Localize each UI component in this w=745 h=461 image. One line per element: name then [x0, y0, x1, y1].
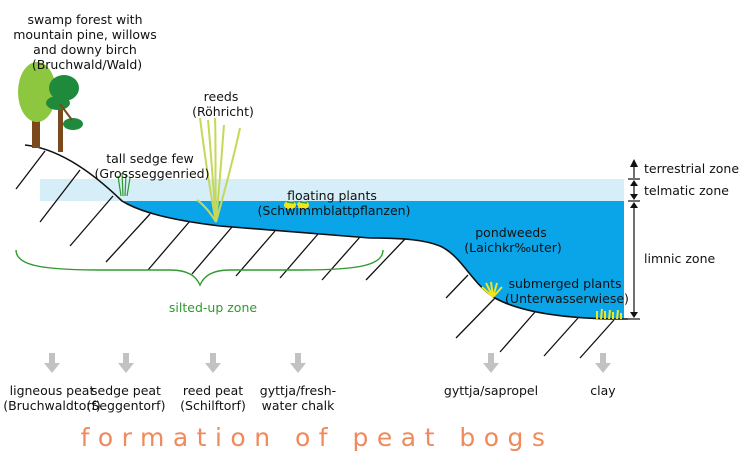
swamp-forest-trees: [18, 62, 83, 152]
telmatic-water-band: [40, 179, 624, 201]
deposit-label: sedge peat(Seggentorf): [87, 383, 166, 413]
zone-scale: [628, 159, 640, 320]
pine-crown-top: [49, 75, 79, 101]
tall-sedge-label: tall sedge few (Grossseggenried): [95, 151, 210, 181]
ground-surface: [24, 144, 628, 320]
deposit-arrow: [205, 353, 221, 373]
reeds-plant: [196, 117, 241, 223]
pondweeds-label: pondweeds (Laichkr‰uter): [464, 225, 561, 255]
deposit-arrows: [44, 353, 611, 373]
floating-plants: [284, 201, 309, 209]
reeds-label: reeds (Röhricht): [192, 89, 254, 119]
deposit-arrow: [483, 353, 499, 373]
deposit-arrow: [595, 353, 611, 373]
telmatic-zone-label: telmatic zone: [644, 183, 729, 198]
diagram-title: formation of peat bogs: [81, 423, 554, 452]
pine-trunk: [58, 92, 63, 152]
tall-sedge-plant: [117, 172, 131, 197]
silted-up-zone-label: silted-up zone: [169, 300, 257, 315]
tree-trunk: [32, 112, 40, 148]
deposit-label: gyttja/sapropel: [444, 383, 538, 398]
swamp-forest-label: swamp forest with mountain pine, willows…: [13, 12, 161, 72]
deposit-labels: ligneous peat(Bruchwaldtorf)sedge peat(S…: [3, 383, 616, 413]
floating-plants-label: floating plants (Schwimmblattpflanzen): [258, 188, 411, 218]
deposit-label: reed peat(Schilftorf): [180, 383, 246, 413]
deciduous-tree-crown: [18, 62, 56, 122]
silted-up-zone-brace: [15, 249, 384, 287]
submerged-plants-label: submerged plants (Unterwasserwiese): [505, 276, 629, 306]
deposit-arrow: [290, 353, 306, 373]
pine-crown-mid: [46, 96, 70, 110]
pine-crown-low: [63, 118, 83, 130]
pondweeds-plant: [481, 281, 503, 298]
deposit-label: gyttja/fresh-water chalk: [260, 383, 336, 413]
deposit-arrow: [118, 353, 134, 373]
submerged-plants: [596, 308, 622, 320]
limnic-zone-label: limnic zone: [644, 251, 715, 266]
deposit-label: clay: [590, 383, 616, 398]
deposit-arrow: [44, 353, 60, 373]
deposit-label: ligneous peat(Bruchwaldtorf): [3, 383, 101, 413]
terrestrial-zone-label: terrestrial zone: [644, 161, 739, 176]
